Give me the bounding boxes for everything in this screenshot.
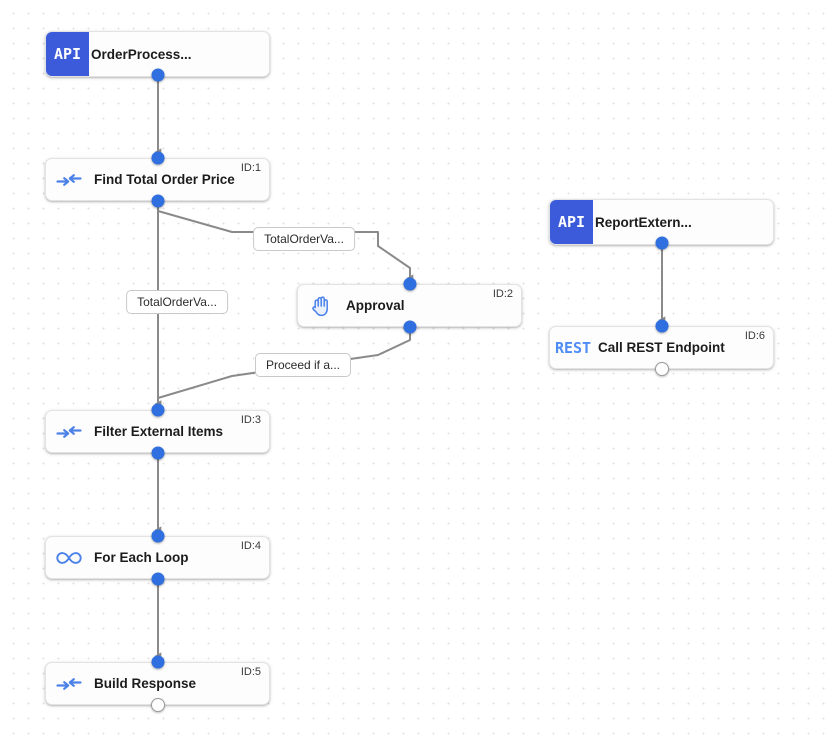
edge-label-text: TotalOrderVa... <box>264 232 344 246</box>
port-approval_in[interactable] <box>403 277 417 291</box>
node-title: Filter External Items <box>94 424 224 439</box>
port-for_each_out[interactable] <box>151 572 165 586</box>
node-title: For Each Loop <box>94 550 189 565</box>
port-report_extern_out[interactable] <box>655 236 669 250</box>
hand-icon <box>298 295 344 317</box>
node-id-tag: ID:5 <box>240 666 261 678</box>
transform-arrows-icon <box>46 422 92 441</box>
port-for_each_in[interactable] <box>151 529 165 543</box>
port-build_response_in[interactable] <box>151 655 165 669</box>
port-order_process_out[interactable] <box>151 68 165 82</box>
node-build_response[interactable]: Build Response ID:5 <box>45 662 270 705</box>
port-call_rest_out[interactable] <box>655 362 669 376</box>
api-badge: API <box>46 32 89 76</box>
edge-label-proceed_if[interactable]: Proceed if a... <box>254 353 352 377</box>
port-find_total_in[interactable] <box>151 151 165 165</box>
edge-label-total_order_value_2[interactable]: TotalOrderVa... <box>126 290 228 314</box>
api-badge: API <box>550 200 593 244</box>
node-approval[interactable]: Approval ID:2 <box>297 284 522 327</box>
edge-label-text: TotalOrderVa... <box>137 295 217 309</box>
rest-badge: REST <box>554 338 592 357</box>
port-call_rest_in[interactable] <box>655 319 669 333</box>
port-find_total_out[interactable] <box>151 194 165 208</box>
node-id-tag: ID:2 <box>492 288 513 300</box>
node-id-tag: ID:4 <box>240 540 261 552</box>
node-id-tag: ID:6 <box>744 330 765 342</box>
transform-arrows-icon <box>46 170 92 189</box>
port-build_response_out[interactable] <box>151 698 165 712</box>
infinity-icon <box>46 548 92 567</box>
node-title: OrderProcess... <box>91 46 192 62</box>
edge-label-total_order_value_1[interactable]: TotalOrderVa... <box>253 227 355 251</box>
transform-arrows-icon <box>46 674 92 693</box>
node-title: Approval <box>346 298 405 313</box>
node-title: ReportExtern... <box>595 214 692 230</box>
node-id-tag: ID:1 <box>240 162 261 174</box>
port-filter_out[interactable] <box>151 446 165 460</box>
port-filter_in[interactable] <box>151 403 165 417</box>
node-title: Find Total Order Price <box>94 172 235 187</box>
node-id-tag: ID:3 <box>240 414 261 426</box>
node-title: Call REST Endpoint <box>598 340 725 355</box>
node-find_total_order_price[interactable]: Find Total Order Price ID:1 <box>45 158 270 201</box>
edge-label-text: Proceed if a... <box>265 358 341 372</box>
port-approval_out[interactable] <box>403 320 417 334</box>
node-title: Build Response <box>94 676 197 691</box>
